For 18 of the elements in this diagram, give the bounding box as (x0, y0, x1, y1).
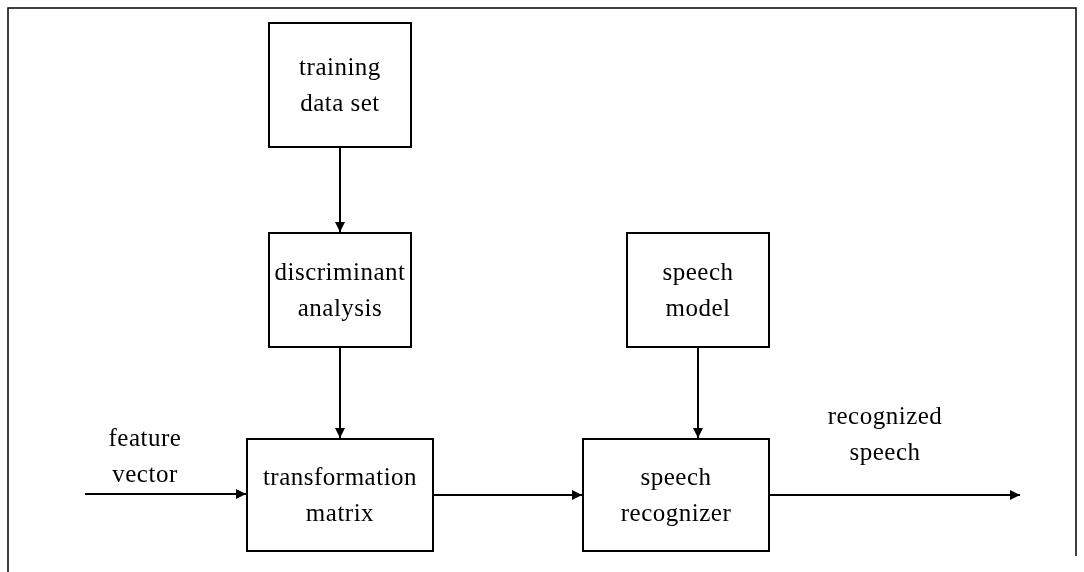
arrow (335, 347, 345, 439)
process-box (246, 438, 434, 552)
arrow (693, 347, 703, 439)
process-box (626, 232, 770, 348)
box-label: speech model (661, 257, 735, 323)
box-label: transformation matrix (261, 462, 419, 528)
process-box (582, 438, 770, 552)
arrow (335, 147, 345, 233)
arrow (84, 489, 247, 499)
arrow (769, 490, 1021, 500)
box-label: speech recognizer (619, 462, 733, 528)
box-label: training data set (298, 52, 382, 118)
process-box (268, 22, 412, 148)
process-box (268, 232, 412, 348)
arrow (433, 490, 583, 500)
box-label: discriminant analysis (273, 257, 407, 323)
signal-label: feature vector (107, 423, 183, 489)
signal-label: recognized speech (826, 401, 944, 467)
